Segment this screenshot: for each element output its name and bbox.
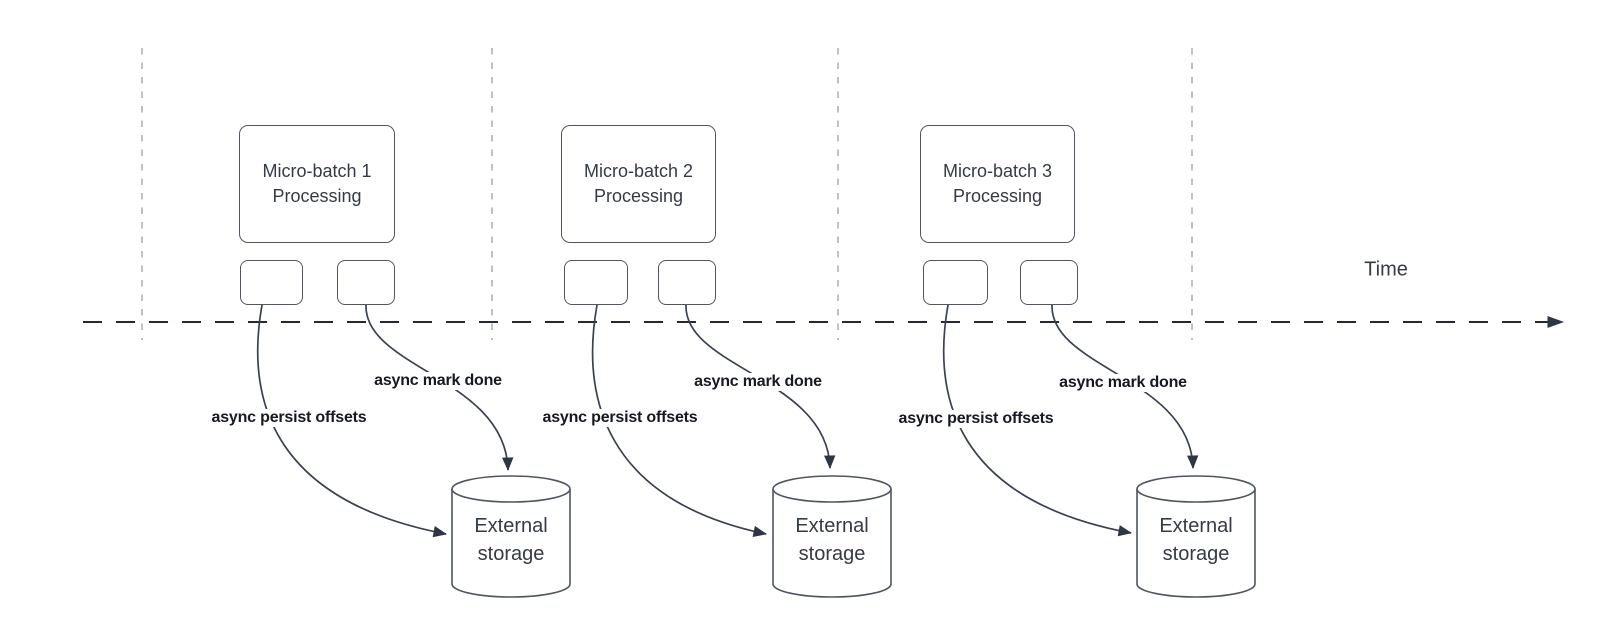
- micro-batch-1-processing-box: Micro-batch 1 Processing: [239, 125, 395, 243]
- mark-done-task-box-3: [1020, 260, 1078, 305]
- persist-offsets-task-box-1: [240, 260, 303, 305]
- micro-batch-2-label-line2: Processing: [593, 186, 684, 206]
- micro-batch-3-label-line1: Micro-batch 3: [942, 161, 1053, 181]
- persist-offsets-label-2: async persist offsets: [540, 409, 700, 427]
- micro-batch-3-processing-box: Micro-batch 3 Processing: [920, 125, 1075, 243]
- micro-batch-1-label-line2: Processing: [272, 186, 362, 206]
- persist-offsets-arrow-3: [942, 304, 1132, 537]
- storage-cylinder-2: [772, 475, 892, 598]
- persist-offsets-arrow-2: [591, 304, 767, 538]
- persist-offsets-arrow-1: [256, 304, 447, 538]
- mark-done-label-2: async mark done: [692, 373, 824, 391]
- mark-done-label-1: async mark done: [372, 372, 504, 390]
- persist-offsets-label-3: async persist offsets: [896, 410, 1056, 428]
- persist-offsets-label-1: async persist offsets: [209, 409, 369, 427]
- persist-offsets-task-box-3: [923, 260, 988, 305]
- micro-batch-3-label-line2: Processing: [952, 186, 1043, 206]
- external-storage-label-2: External storage: [795, 515, 869, 565]
- mark-done-task-box-1: [337, 260, 395, 305]
- micro-batch-2-processing-box: Micro-batch 2 Processing: [561, 125, 716, 243]
- time-label: Time: [1364, 258, 1408, 281]
- micro-batch-1-label-line1: Micro-batch 1: [262, 161, 372, 181]
- external-storage-label-1: External storage: [474, 515, 548, 565]
- external-storage-label-3: External storage: [1159, 515, 1233, 565]
- mark-done-label-3: async mark done: [1057, 374, 1189, 392]
- persist-offsets-task-box-2: [564, 260, 628, 305]
- micro-batch-2-label-line1: Micro-batch 2: [583, 161, 694, 181]
- mark-done-task-box-2: [658, 260, 716, 305]
- storage-cylinder-1: [451, 475, 571, 598]
- storage-cylinder-3: [1136, 475, 1256, 598]
